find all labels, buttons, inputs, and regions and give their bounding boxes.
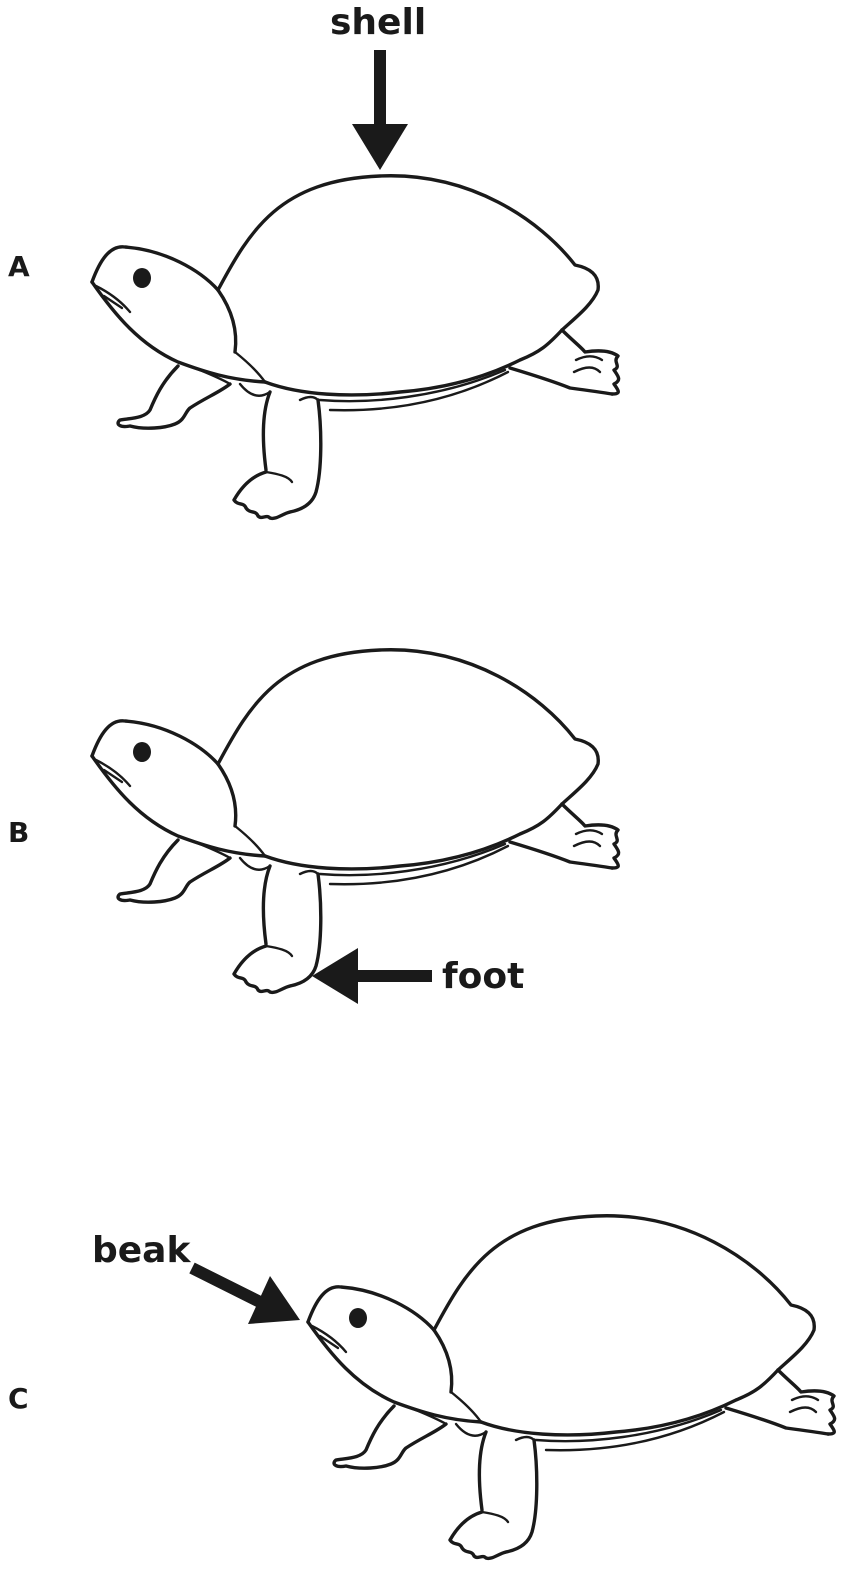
callout-foot-label: foot <box>442 956 524 997</box>
callout-shell-label: shell <box>330 2 426 43</box>
panel-b: B foot <box>8 650 619 1004</box>
panel-c: C beak <box>8 1216 835 1559</box>
arrow-to-shell <box>352 50 408 170</box>
panel-a: A shell <box>8 2 619 518</box>
turtle-illustration-c <box>308 1216 835 1559</box>
panel-label-b: B <box>8 816 29 849</box>
panel-label-c: C <box>8 1382 29 1415</box>
panel-label-a: A <box>8 250 30 283</box>
arrow-to-beak <box>192 1268 300 1324</box>
turtle-illustration-b <box>92 650 619 993</box>
arrow-to-foot <box>312 948 432 1004</box>
callout-beak-label: beak <box>92 1230 191 1271</box>
turtle-illustration-a <box>92 176 619 519</box>
